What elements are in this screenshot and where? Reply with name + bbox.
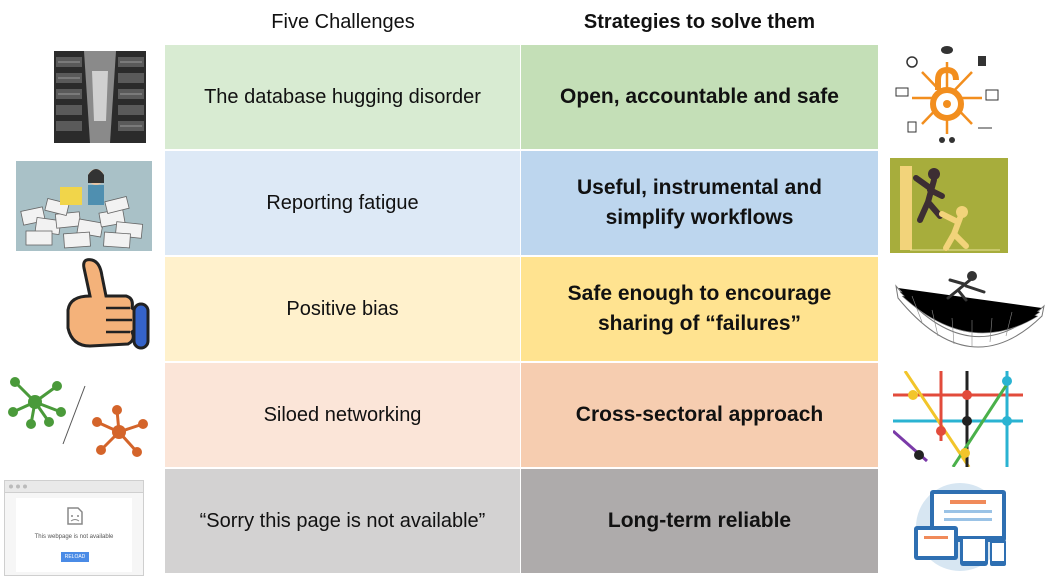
challenge-row-1: The database hugging disorder Open, acco… — [165, 45, 878, 149]
strategy-cell: Long-term reliable — [521, 469, 878, 573]
reload-button[interactable]: RELOAD — [61, 552, 89, 562]
challenge-cell: “Sorry this page is not available” — [165, 469, 521, 573]
strategy-cell: Useful, instrumental and simplify workfl… — [521, 151, 878, 255]
network-nodes-icon — [5, 372, 155, 462]
row-divider — [165, 149, 878, 151]
challenge-cell: Siloed networking — [165, 363, 521, 467]
strategy-cell: Safe enough to encourage sharing of “fai… — [521, 257, 878, 361]
challenge-cell: The database hugging disorder — [165, 45, 521, 149]
metro-map-lines-icon — [893, 371, 1023, 467]
challenge-cell: Reporting fatigue — [165, 151, 521, 255]
responsive-devices-icon — [910, 482, 1010, 572]
challenge-row-2: Reporting fatigue Useful, instrumental a… — [165, 151, 878, 255]
row-divider — [165, 361, 878, 363]
open-access-lock-icon — [892, 42, 1002, 148]
row-divider — [165, 467, 878, 469]
row-divider — [165, 255, 878, 257]
strategy-cell: Cross-sectoral approach — [521, 363, 878, 467]
challenge-cell: Positive bias — [165, 257, 521, 361]
page-not-available-browser-icon: This webpage is not available RELOAD — [4, 480, 144, 576]
challenge-row-3: Positive bias Safe enough to encourage s… — [165, 257, 878, 361]
safety-net-fall-icon — [892, 266, 1048, 356]
header-five-challenges: Five Challenges — [271, 10, 415, 33]
archive-shelves-photo-icon — [54, 51, 146, 143]
paperwork-overload-illustration-icon — [16, 161, 152, 251]
thumbs-up-icon — [60, 258, 152, 362]
challenge-row-5: “Sorry this page is not available” Long-… — [165, 469, 878, 573]
challenge-row-4: Siloed networking Cross-sectoral approac… — [165, 363, 878, 467]
helping-climb-wall-icon — [890, 158, 1008, 253]
strategy-cell: Open, accountable and safe — [521, 45, 878, 149]
error-page-message: This webpage is not available — [34, 534, 114, 540]
header-strategies: Strategies to solve them — [583, 10, 816, 33]
